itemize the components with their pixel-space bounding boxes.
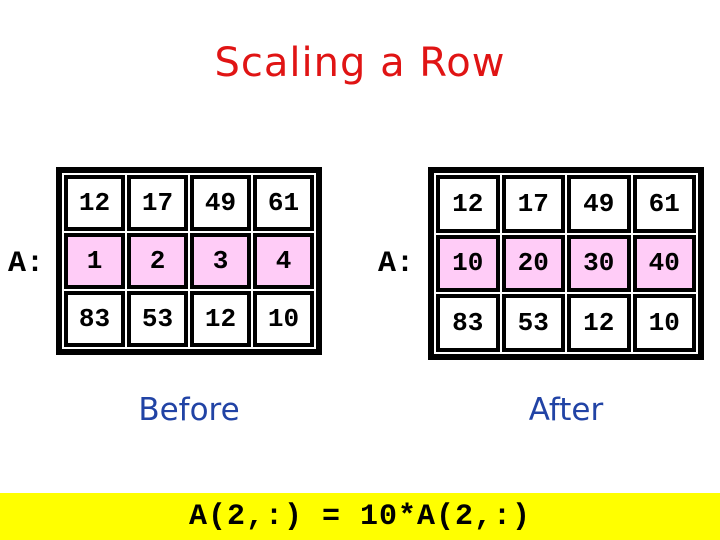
matrix-cell: 83 (64, 291, 125, 347)
matrix-cell: 2 (127, 233, 188, 289)
matrix-cell: 83 (436, 294, 500, 352)
matrix-cell: 12 (64, 175, 125, 231)
matrix-cell: 61 (632, 175, 696, 233)
matrix-cell: 10 (436, 234, 500, 293)
matrix-label-after: A: (378, 247, 415, 281)
slide-title: Scaling a Row (214, 40, 506, 86)
matrix-cell: 20 (501, 234, 565, 293)
matrix-cell: 4 (253, 233, 314, 289)
matrix-cell: 61 (253, 175, 314, 231)
matrix-cell: 1 (64, 233, 125, 289)
matrix-cell: 49 (190, 175, 251, 231)
matrix-cell: 17 (127, 175, 188, 231)
matrix-cell: 3 (190, 233, 251, 289)
formula-text: A(2,:) = 10*A(2,:) (188, 499, 532, 534)
matrix-cell: 30 (567, 234, 631, 293)
matrix-cell: 53 (501, 294, 565, 352)
matrix-cell: 12 (567, 294, 631, 352)
matrix-cell: 12 (190, 291, 251, 347)
matrix-cell: 40 (632, 234, 696, 293)
matrix-cell: 53 (127, 291, 188, 347)
matrix-cell: 17 (501, 175, 565, 233)
matrix-cell: 10 (632, 294, 696, 352)
matrix-cell: 49 (567, 175, 631, 233)
caption-before: Before (138, 392, 240, 428)
matrix-cell: 12 (436, 175, 500, 233)
caption-after: After (528, 392, 604, 428)
formula-banner: A(2,:) = 10*A(2,:) (0, 493, 720, 540)
matrix-cell: 10 (253, 291, 314, 347)
matrix-label-before: A: (8, 247, 45, 281)
